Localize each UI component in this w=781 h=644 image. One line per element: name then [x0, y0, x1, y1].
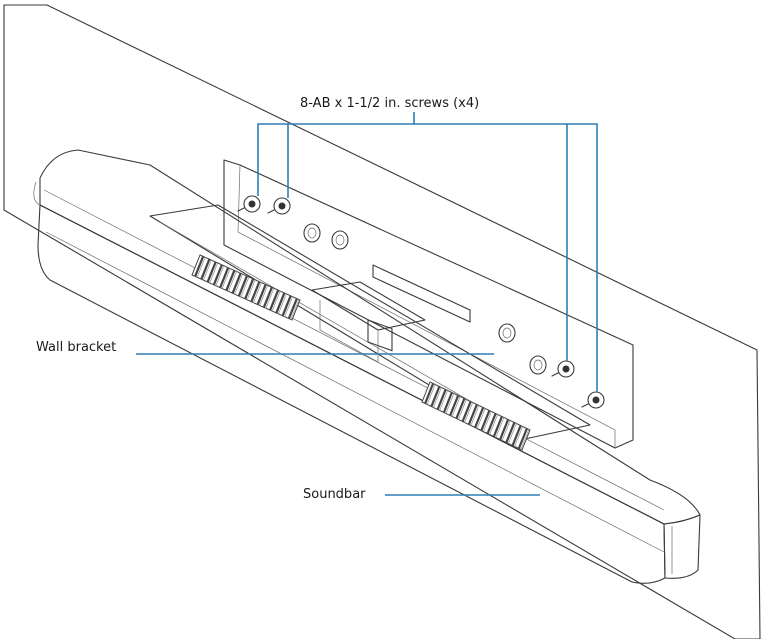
grille-fin [511, 425, 522, 446]
bracket-hole [529, 355, 547, 375]
grille-fin [492, 416, 503, 437]
grille-fin [461, 401, 472, 422]
grille-fin [250, 281, 261, 303]
grille-fin-edge [520, 429, 530, 450]
grille-fin [430, 386, 441, 407]
grille-fin [499, 419, 510, 440]
screws-callout-line [414, 123, 568, 361]
grille-fin-edge [246, 279, 256, 301]
grille-fin-edge [278, 293, 287, 315]
grille-fin [505, 422, 516, 443]
grille-fin-edge [476, 408, 486, 429]
screw [267, 197, 291, 215]
screw [237, 195, 261, 213]
grille-fin-edge [501, 420, 511, 441]
grille-fin-edge [240, 276, 250, 298]
grille-fin-edge [439, 390, 448, 411]
grille-fin-edge [228, 271, 237, 292]
grille-fin-edge [451, 396, 461, 417]
bracket-hole [331, 230, 349, 250]
grille-fin [455, 398, 466, 419]
grille-fin-edge [433, 387, 442, 408]
callout-lines [136, 112, 598, 496]
speaker-grille-left [191, 254, 301, 321]
grille-fin [467, 404, 478, 425]
grille-fin-edge [290, 299, 300, 320]
grille-fin [219, 267, 230, 289]
grille-fin-edge [253, 282, 262, 303]
grille-fin-edge [483, 411, 492, 432]
grille-fin-edge [259, 285, 268, 306]
grille-fin-edge [203, 260, 212, 281]
grille-fin [486, 413, 497, 434]
wall-bracket-label: Wall bracket [36, 340, 117, 355]
grille-fin [436, 389, 447, 410]
grille-fin-edge [234, 274, 243, 295]
screws-callout-line [257, 112, 415, 196]
grille-fin-edge [284, 296, 293, 317]
screw [551, 360, 575, 378]
grille-fin-edge [514, 426, 523, 447]
grille-fin-edge [215, 265, 225, 286]
soundbar [33, 149, 701, 584]
grille-fin-edge [265, 288, 275, 309]
grille-fin [517, 428, 528, 449]
speaker-grille-right [421, 381, 531, 451]
grille-fin [480, 410, 491, 431]
soundbar-label: Soundbar [303, 487, 366, 502]
grille-fin [275, 292, 286, 314]
screws-label: 8-AB x 1-1/2 in. screws (x4) [300, 96, 480, 111]
grille-fin [231, 272, 242, 294]
grille-fin [474, 407, 485, 428]
grille-fin-edge [426, 384, 436, 405]
grille-fin-edge [196, 257, 206, 278]
grille-fin [287, 298, 298, 320]
grille-fin [225, 270, 236, 291]
grille-fin-edge [489, 414, 498, 435]
bracket-hole [498, 323, 516, 343]
grille-fin-edge [495, 417, 505, 438]
grille-fin-edge [445, 393, 455, 414]
grille-fin-edge [209, 262, 218, 284]
grille-fin-edge [271, 291, 281, 312]
wall-bracket [223, 159, 634, 449]
grille-fin [442, 392, 453, 413]
grille-fin [237, 275, 248, 297]
grille-fin [449, 395, 460, 416]
grille-fin-edge [470, 405, 480, 426]
grille-fin [200, 258, 211, 280]
grille-fin-edge [508, 423, 517, 444]
grille-fin [244, 278, 255, 300]
grille-fin-edge [221, 268, 231, 289]
grille-fin [256, 284, 267, 305]
grille-fin-edge [464, 402, 473, 423]
grille-fin-edge [458, 399, 467, 420]
grille-fin [206, 261, 217, 283]
grille-fin [194, 255, 205, 277]
grille-fin [424, 383, 435, 404]
bracket-hole [303, 223, 321, 243]
grille-fin [269, 289, 280, 311]
grille-fin [262, 286, 273, 308]
screws-callout-line [567, 123, 598, 392]
grille-fin [212, 264, 223, 286]
grille-fin [281, 295, 292, 317]
screw [581, 391, 605, 409]
